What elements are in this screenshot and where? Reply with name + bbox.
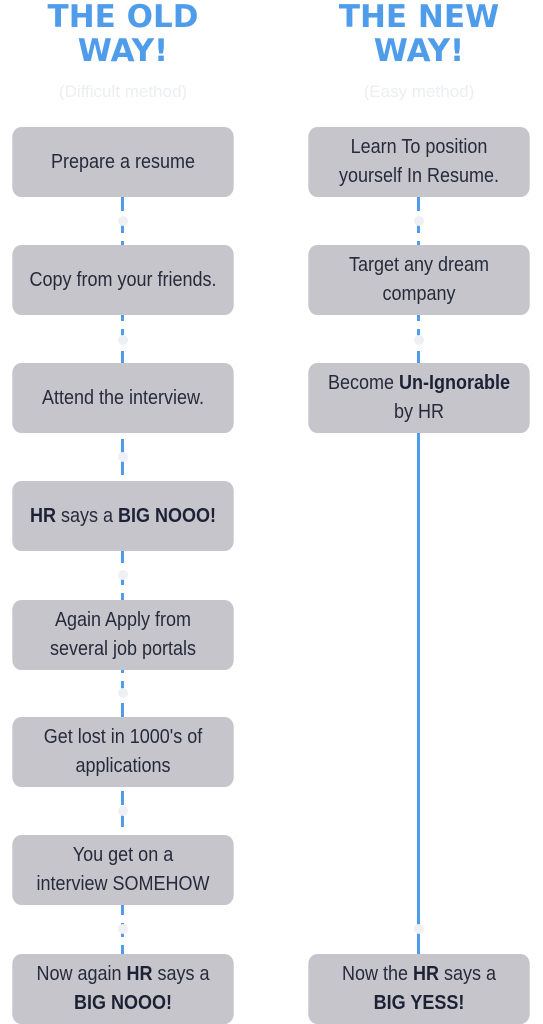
old-step-box: Get lost in 1000's of applications [12,717,234,787]
connector-dot [118,806,128,816]
connector-dot [414,924,424,934]
step-text: says a [439,963,497,985]
step-text: yourself In Resume. [338,165,500,187]
step-text: Now again [36,963,127,985]
connector-dot [118,570,128,580]
step-text: Prepare a resume [50,150,196,173]
old-step-box: Prepare a resume [12,127,234,197]
step-text: several job portals [49,638,197,660]
step-text: You get on a [72,844,174,866]
step-text: company [382,283,456,305]
step-text: says a [152,963,210,985]
step-text: Now the [341,963,414,985]
step-text: Become [327,372,400,394]
new-step-box: Target any dream company [308,245,530,315]
new-step-box: Become Un-Ignorable by HR [308,363,530,433]
old-way-title: THE OLD WAY! [47,0,199,69]
emphasis-text: HR [413,963,440,985]
old-step-box: Again Apply from several job portals [12,600,234,670]
step-text: Target any dream [348,254,490,276]
connector-dot [414,216,424,226]
emphasis-text: BIG YESS! [373,992,465,1014]
step-text: says a [55,504,119,527]
step-text: Copy from your friends. [29,268,217,291]
connector-dot [414,335,424,345]
connector-dot [118,924,128,934]
old-step-box: HR says a BIG NOOO! [12,481,234,551]
old-step-box: You get on a interview SOMEHOW [12,835,234,905]
step-text: Attend the interview. [41,386,205,409]
connector-dot [118,335,128,345]
emphasis-text: Un-Ignorable [399,372,511,394]
new-way-title: THE NEW WAY! [338,0,500,69]
emphasis-text: BIG NOOO! [73,992,172,1014]
step-text: Get lost in 1000's of [43,726,203,748]
emphasis-text: HR [126,963,153,985]
connector-dot [118,216,128,226]
old-step-box: Attend the interview. [12,363,234,433]
step-text: Learn To position [350,136,488,158]
step-text: Again Apply from [54,609,192,631]
old-way-subtitle: (Difficult method) [58,82,188,101]
emphasis-text: HR [29,504,56,527]
new-step-box: Now the HR says a BIG YESS! [308,954,530,1024]
step-text: by HR [393,401,445,423]
connector-dot [118,688,128,698]
new-way-subtitle: (Easy method) [363,82,475,101]
new-step-box: Learn To position yourself In Resume. [308,127,530,197]
emphasis-text: BIG NOOO! [118,504,217,527]
old-step-box: Now again HR says a BIG NOOO! [12,954,234,1024]
new-way-connector-line [417,432,420,954]
step-text: applications [75,755,171,777]
connector-dot [118,452,128,462]
step-text: interview SOMEHOW [36,873,210,895]
old-step-box: Copy from your friends. [12,245,234,315]
